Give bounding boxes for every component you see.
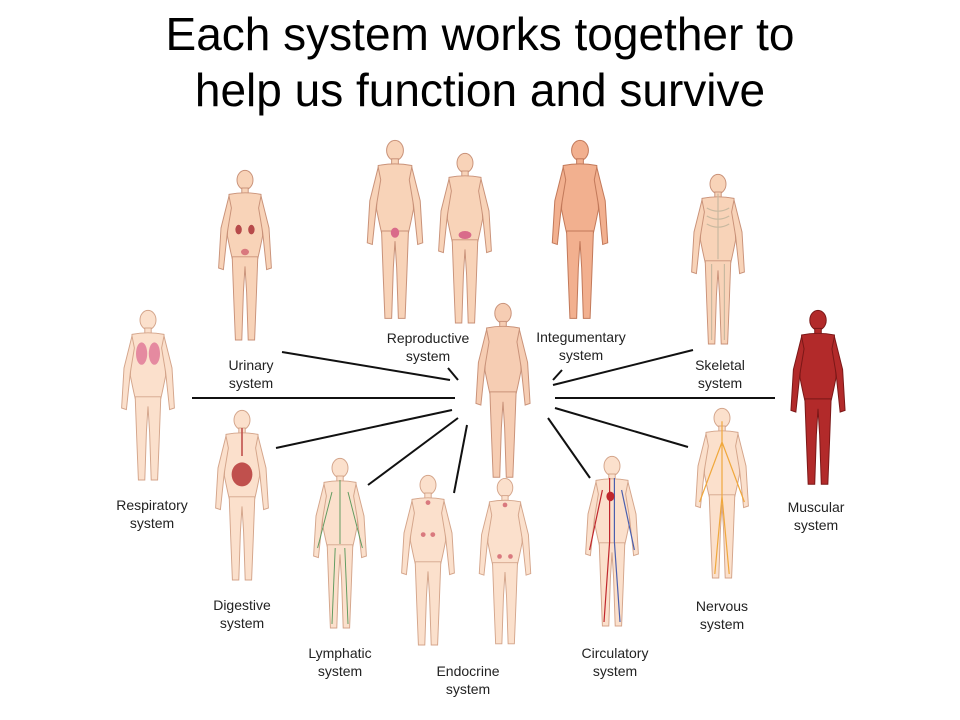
skeletal-figure — [691, 173, 745, 345]
gland-icon — [430, 532, 436, 537]
connector-integumentary — [552, 369, 563, 381]
center-figure — [475, 302, 531, 478]
respiratory-figure — [121, 309, 175, 481]
reproductive-female-figure — [438, 152, 492, 324]
connector-nervous — [554, 407, 689, 448]
blood-vessels-icon — [589, 478, 635, 623]
gland-icon — [425, 500, 431, 505]
integumentary-figure — [551, 139, 609, 319]
heart-icon — [606, 491, 615, 502]
reproductive-organ-icon — [390, 227, 400, 238]
connector-circulatory — [547, 417, 591, 479]
endocrine-female-figure — [478, 477, 532, 645]
reproductive-male-figure — [366, 139, 424, 319]
endocrine-male-figure — [401, 474, 455, 646]
gland-icon — [420, 532, 426, 537]
connector-lines — [192, 349, 775, 494]
reproductive-organ-icon — [458, 231, 472, 239]
lung-icon — [148, 342, 160, 365]
skeleton-icon — [706, 193, 730, 341]
page-title: Each system works together to help us fu… — [0, 6, 960, 118]
digestive-figure — [215, 409, 269, 581]
kidney-icon — [235, 224, 242, 235]
lymphatic-figure — [313, 457, 367, 629]
lymph-vessels-icon — [317, 480, 363, 625]
kidney-icon — [248, 224, 255, 235]
title-line-2: help us function and survive — [194, 64, 766, 116]
lung-icon — [136, 342, 148, 365]
connector-digestive — [275, 409, 453, 449]
gland-icon — [502, 502, 508, 508]
title-line-1: Each system works together to — [165, 8, 795, 60]
nervous-figure — [695, 407, 749, 579]
gland-icon — [497, 554, 502, 559]
connector-reproductive — [447, 367, 459, 381]
gland-icon — [508, 554, 513, 559]
connector-endocrine — [453, 424, 468, 494]
connector-urinary — [281, 351, 451, 381]
stomach-icon — [231, 462, 253, 487]
circulatory-figure — [585, 455, 639, 627]
muscular-figure — [790, 309, 846, 485]
bladder-icon — [241, 248, 249, 256]
nerves-icon — [699, 421, 745, 575]
connector-skeletal — [552, 349, 694, 386]
urinary-figure — [218, 169, 272, 341]
connector-lymphatic — [367, 417, 459, 486]
